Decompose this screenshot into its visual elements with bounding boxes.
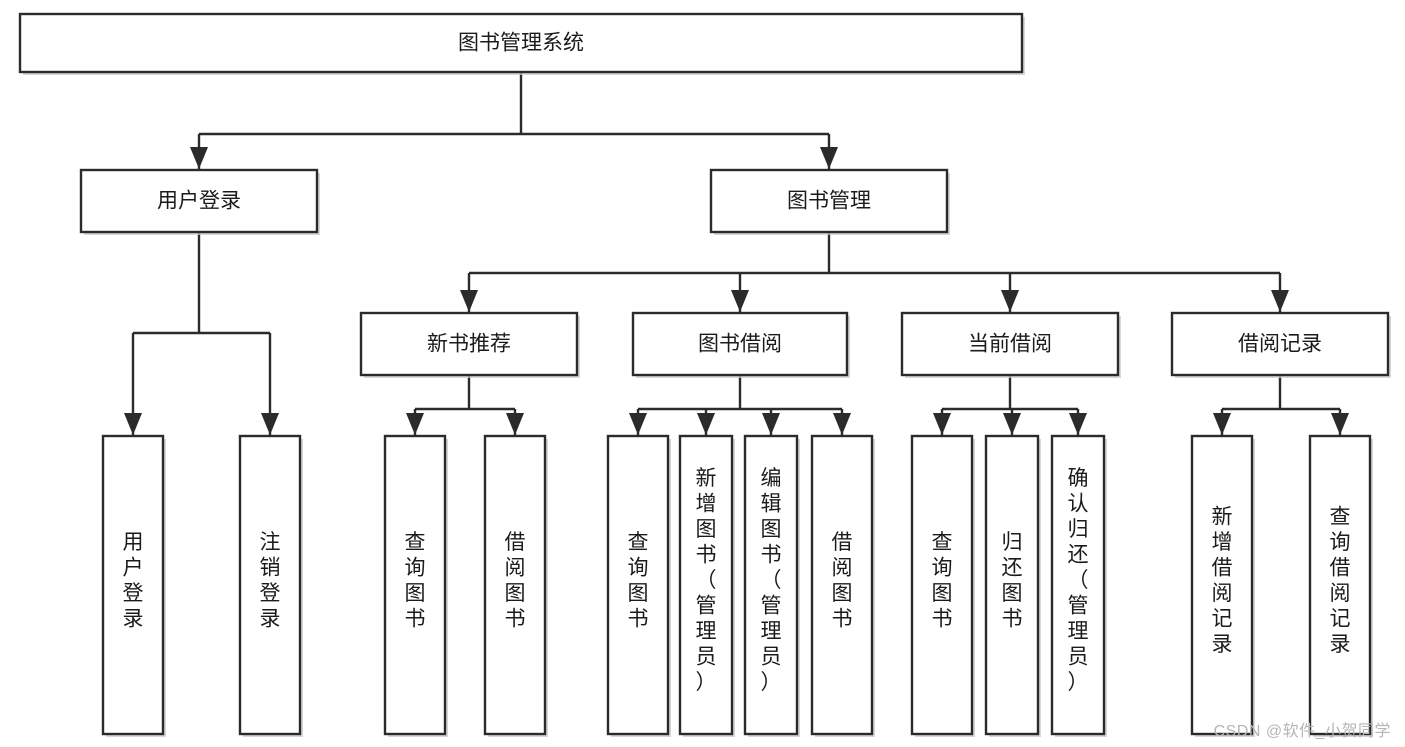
node-label-vertical: 借阅图书 [832,531,853,631]
arrow-head-icon [1003,413,1021,435]
box-outline [910,434,974,736]
arrow-head-icon [460,290,478,312]
node-label-vertical: 归还图书 [1002,531,1023,631]
node-leaf-query-borrow-record[interactable]: 查询借阅记录 [1308,434,1373,737]
arrow-head-icon [506,413,524,435]
box-outline [743,434,799,736]
node-leaf-add-book-admin[interactable]: 新增图书（管理员） [678,434,735,737]
node-leaf-add-borrow-record[interactable]: 新增借阅记录 [1190,434,1255,737]
node-label-vertical: 新增图书（管理员） [696,467,717,694]
node-leaf-query-book-2[interactable]: 查询图书 [606,434,671,737]
node-leaf-edit-book-admin[interactable]: 编辑图书（管理员） [743,434,800,737]
node-current-borrow[interactable]: 当前借阅 [900,311,1121,378]
arrow-head-icon [731,290,749,312]
node-leaf-query-book-1[interactable]: 查询图书 [383,434,448,737]
arrow-head-icon [406,413,424,435]
box-outline [1170,311,1390,377]
arrow-head-icon [762,413,780,435]
box-outline [1190,434,1254,736]
node-label: 图书管理 [787,190,871,213]
box-outline [606,434,670,736]
node-label-vertical: 查询借阅记录 [1330,505,1351,656]
box-outline [359,311,579,377]
box-outline [631,311,849,377]
node-label-vertical: 新增借阅记录 [1212,505,1233,656]
arrow-head-icon [124,413,142,435]
node-label-vertical: 查询图书 [628,531,649,631]
node-leaf-borrow-book-2[interactable]: 借阅图书 [810,434,875,737]
node-label-vertical: 注销登录 [260,531,281,631]
node-label-vertical: 用户登录 [123,531,144,631]
node-label: 用户登录 [157,190,241,213]
node-label: 图书借阅 [698,333,782,356]
node-label: 当前借阅 [968,333,1052,356]
arrow-head-icon [933,413,951,435]
node-label-vertical: 查询图书 [405,531,426,631]
arrow-head-icon [1331,413,1349,435]
box-outline [238,434,302,736]
node-book-borrow[interactable]: 图书借阅 [631,311,850,378]
node-leaf-user-logout[interactable]: 注销登录 [238,434,303,737]
node-label: 借阅记录 [1238,333,1322,356]
arrow-head-icon [1271,290,1289,312]
box-outline [709,168,949,234]
nodes-layer: 图书管理系统用户登录图书管理新书推荐图书借阅当前借阅借阅记录用户登录注销登录查询… [18,12,1391,737]
node-leaf-borrow-book-1[interactable]: 借阅图书 [483,434,548,737]
connectors-layer [124,72,1349,435]
node-label-vertical: 编辑图书（管理员） [761,467,782,694]
box-outline [900,311,1120,377]
node-leaf-query-book-3[interactable]: 查询图书 [910,434,975,737]
node-label-vertical: 确认归还（管理员） [1068,467,1089,694]
node-book-management[interactable]: 图书管理 [709,168,950,235]
node-borrow-record[interactable]: 借阅记录 [1170,311,1391,378]
box-outline [79,168,319,234]
box-outline [810,434,874,736]
box-outline [1308,434,1372,736]
box-outline [383,434,447,736]
arrow-head-icon [833,413,851,435]
arrow-head-icon [190,147,208,169]
box-outline [1050,434,1106,736]
arrow-head-icon [1069,413,1087,435]
csdn-watermark: CSDN @软件_小贺同学 [1213,723,1391,740]
node-new-book-recommend[interactable]: 新书推荐 [359,311,580,378]
node-label-vertical: 查询图书 [932,531,953,631]
arrow-head-icon [697,413,715,435]
node-label: 新书推荐 [427,333,511,356]
arrow-head-icon [629,413,647,435]
arrow-head-icon [820,147,838,169]
arrow-head-icon [1213,413,1231,435]
box-outline [984,434,1040,736]
node-root-root[interactable]: 图书管理系统 [18,12,1025,75]
node-label-vertical: 借阅图书 [505,531,526,631]
box-outline [18,12,1024,74]
node-label: 图书管理系统 [458,32,584,55]
node-user-login[interactable]: 用户登录 [79,168,320,235]
node-leaf-return-book[interactable]: 归还图书 [984,434,1041,737]
box-outline [483,434,547,736]
box-outline [678,434,734,736]
arrow-head-icon [261,413,279,435]
node-leaf-confirm-return-admin[interactable]: 确认归还（管理员） [1050,434,1107,737]
arrow-head-icon [1001,290,1019,312]
box-outline [101,434,165,736]
node-leaf-user-login[interactable]: 用户登录 [101,434,166,737]
